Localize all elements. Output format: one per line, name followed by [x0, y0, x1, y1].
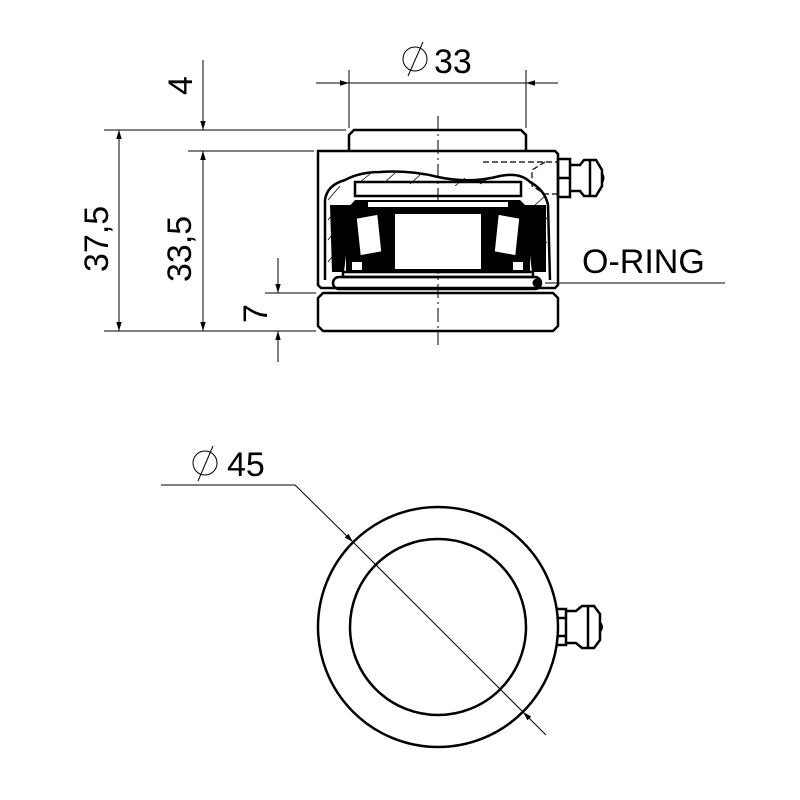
side-view: O-RING 33 4 37,5	[78, 41, 725, 362]
base-ring	[316, 291, 560, 333]
svg-text:45: 45	[227, 446, 265, 484]
dim-body-height: 33,5	[161, 151, 206, 331]
svg-text:37,5: 37,5	[78, 206, 116, 272]
grease-nipple-icon	[483, 157, 605, 199]
svg-text:33,5: 33,5	[161, 216, 199, 282]
roller-left	[355, 213, 383, 257]
svg-text:33: 33	[434, 43, 472, 81]
housing-body	[316, 149, 560, 290]
dim-outer-diameter: 45	[161, 445, 547, 736]
top-view: 45	[161, 445, 603, 749]
bearing-bore	[393, 212, 483, 271]
svg-text:7: 7	[237, 304, 275, 323]
oring-section	[532, 278, 542, 288]
svg-text:4: 4	[162, 76, 200, 95]
dim-base-height: 7	[237, 258, 281, 362]
top-step	[347, 128, 528, 151]
diameter-symbol-icon	[402, 46, 428, 72]
dim-top-step-height: 4	[162, 60, 206, 175]
dim-overall-height: 37,5	[78, 130, 122, 331]
dim-top-diameter: 33	[316, 41, 558, 128]
roller-right	[493, 213, 521, 257]
cavity-outline	[323, 170, 552, 281]
oring-label: O-RING	[582, 243, 705, 281]
race-gap	[368, 202, 508, 207]
outer-ring	[316, 505, 560, 749]
roller-gap-left	[352, 262, 362, 270]
roller-gap-right	[513, 262, 523, 270]
grease-nipple-top-icon	[557, 604, 603, 650]
diameter-symbol-icon	[192, 450, 218, 476]
inner-bore	[348, 537, 528, 717]
bearing-cup-top	[353, 180, 523, 198]
